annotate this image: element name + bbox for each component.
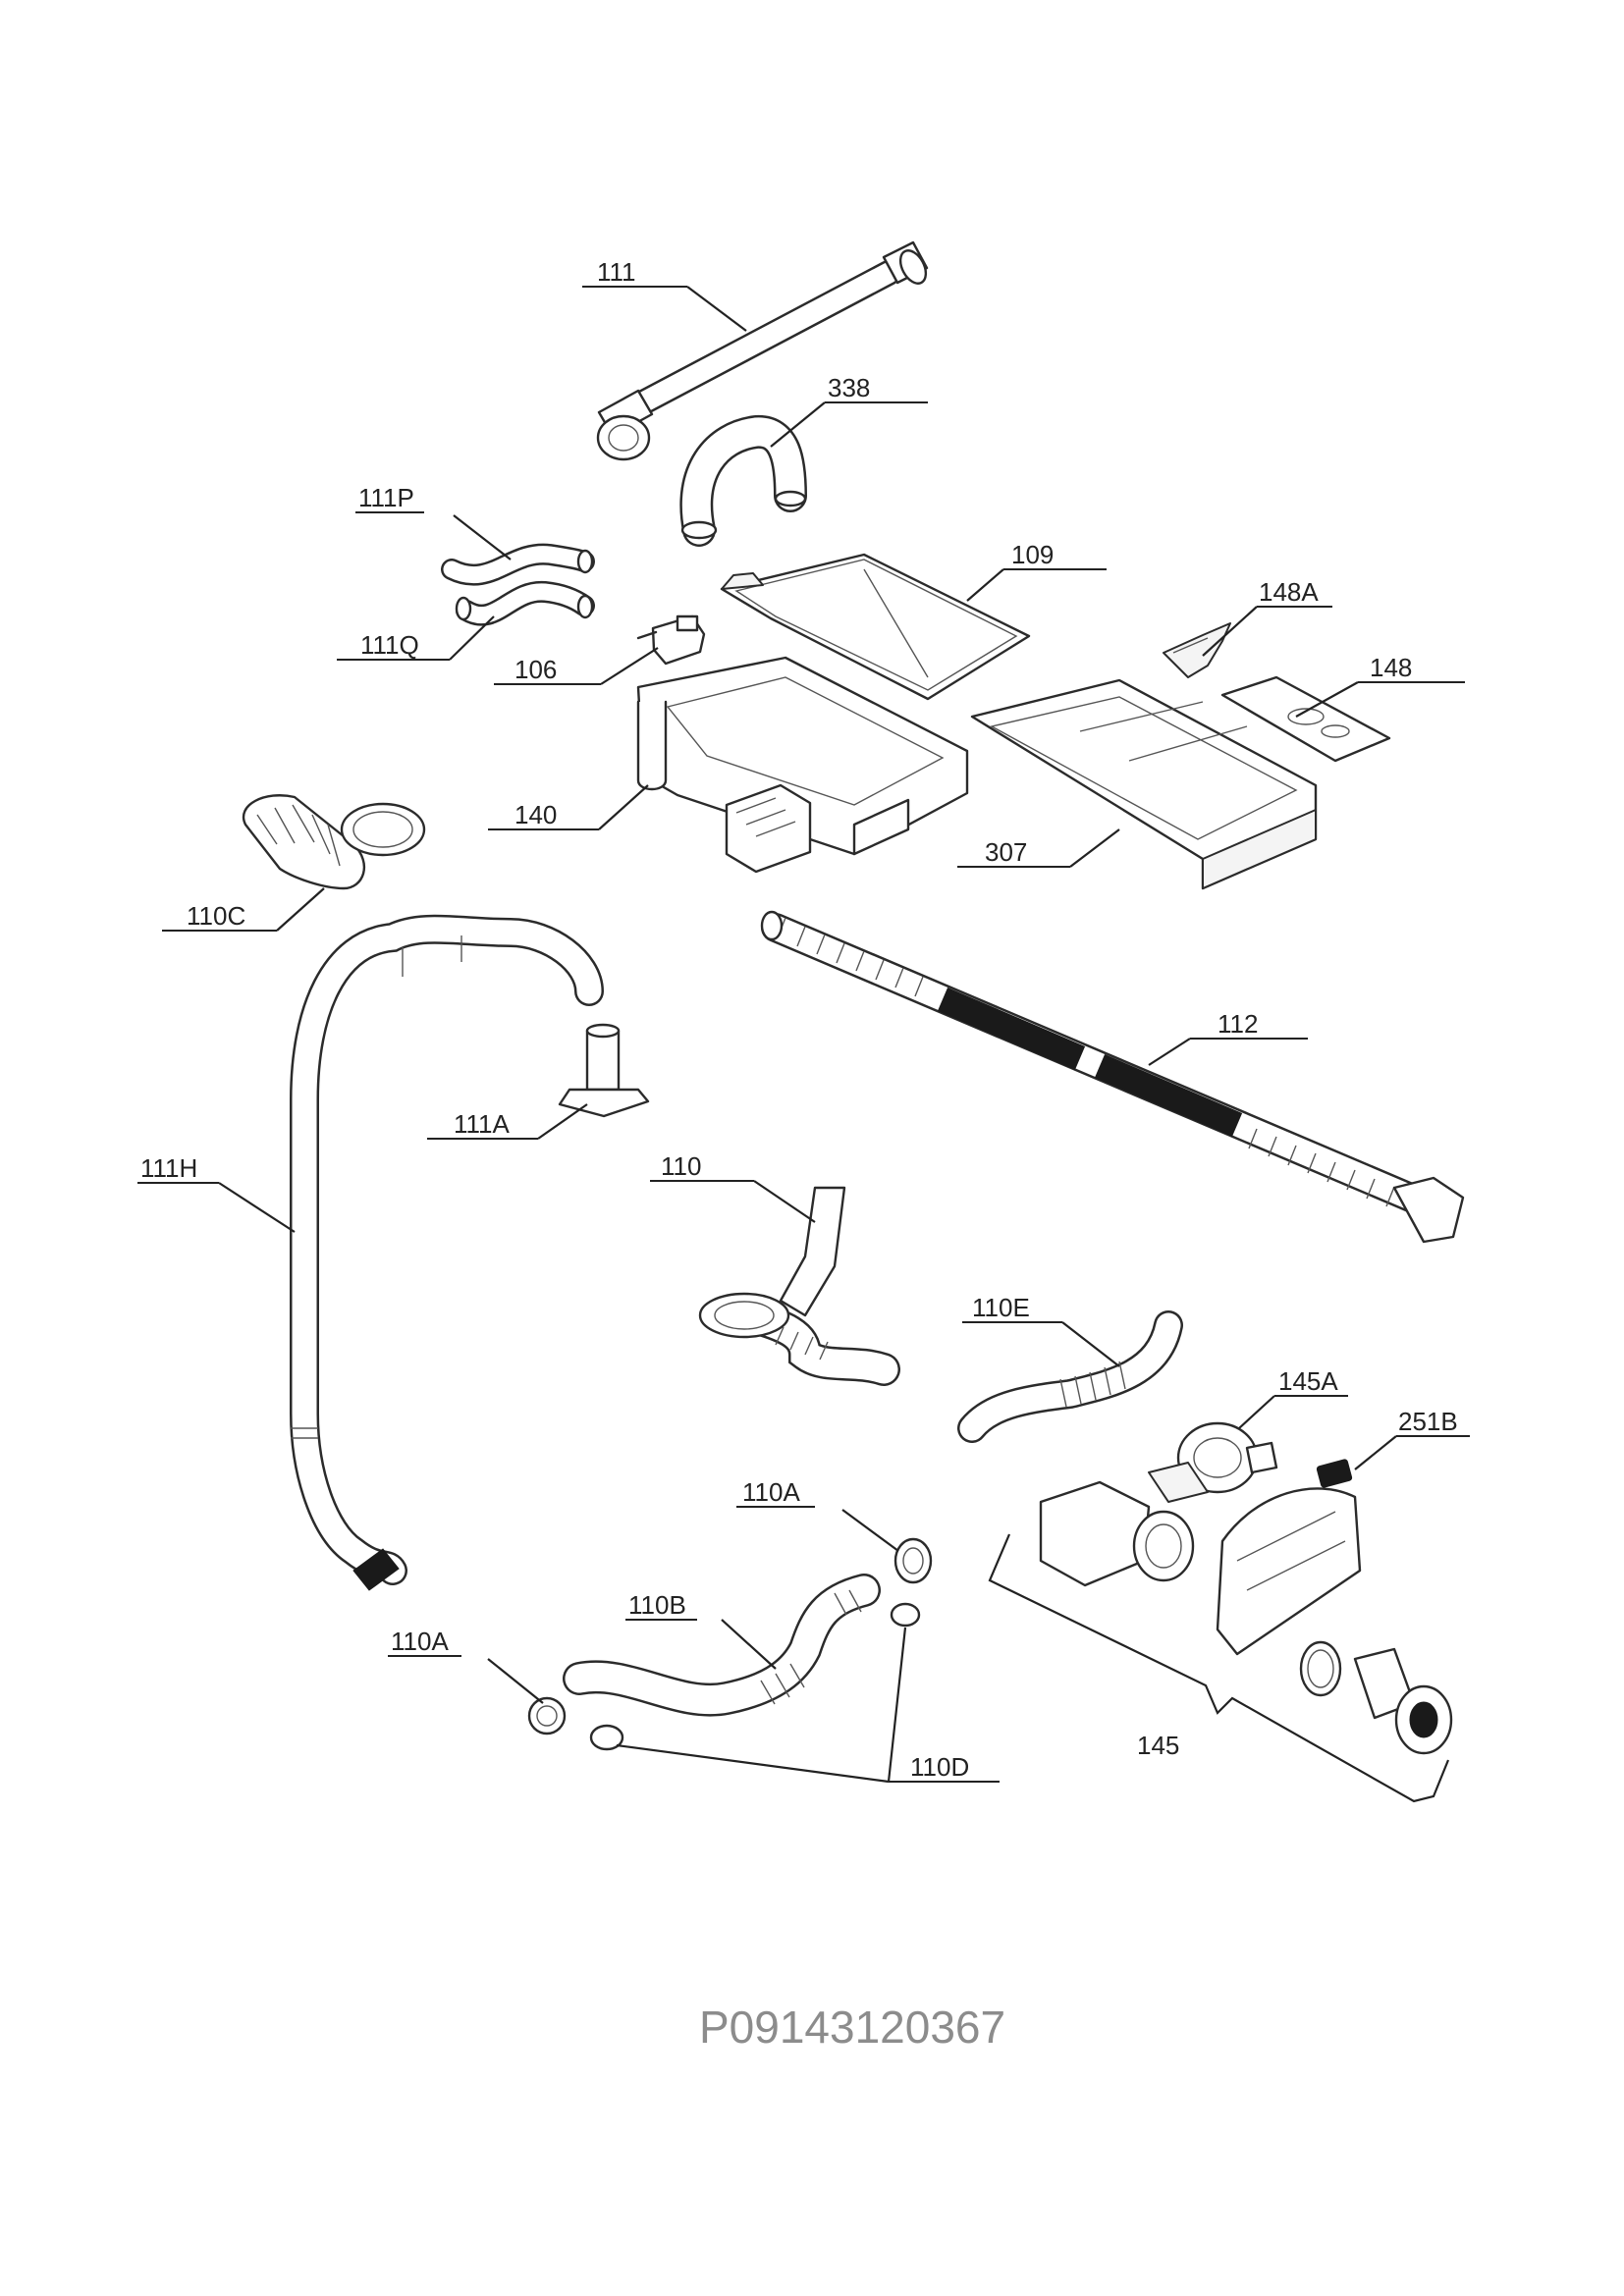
part-112-corrugated-drain-hose bbox=[760, 910, 1465, 1244]
document-code: P09143120367 bbox=[699, 2002, 1005, 2053]
label-148A: 148A bbox=[1259, 577, 1319, 607]
label-338: 338 bbox=[828, 373, 870, 402]
label-145A: 145A bbox=[1278, 1366, 1338, 1396]
label-111A: 111A bbox=[454, 1109, 511, 1139]
label-110D: 110D bbox=[910, 1752, 969, 1782]
part-110A-left bbox=[527, 1696, 567, 1735]
part-111H-drain-hose bbox=[290, 914, 604, 1591]
part-111-inlet-hose bbox=[596, 240, 929, 461]
part-110A-right bbox=[893, 1537, 933, 1584]
label-111: 111 bbox=[597, 257, 636, 287]
part-338-hose-bend bbox=[679, 415, 807, 547]
label-111Q: 111Q bbox=[360, 630, 419, 660]
part-307-detergent-drawer bbox=[970, 678, 1318, 890]
label-110A-left: 110A bbox=[391, 1627, 449, 1656]
label-109: 109 bbox=[1011, 540, 1054, 569]
part-140-dispenser-housing bbox=[636, 656, 969, 874]
part-110D-clips bbox=[589, 1602, 921, 1751]
label-111P: 111P bbox=[358, 483, 414, 512]
part-110E-hose bbox=[957, 1310, 1183, 1443]
part-145-pump-assembly bbox=[1039, 1480, 1453, 1755]
label-110A-right: 110A bbox=[742, 1477, 800, 1507]
part-110B-hose bbox=[563, 1574, 881, 1717]
callout-labels: 111 338 111P 109 148A 111Q 106 148 140 3… bbox=[140, 257, 1458, 1782]
part-148A-clip bbox=[1163, 622, 1231, 678]
label-110E: 110E bbox=[972, 1293, 1030, 1322]
part-106-valve bbox=[636, 614, 706, 666]
label-106: 106 bbox=[514, 655, 557, 684]
part-111A-fitting bbox=[558, 1023, 650, 1118]
part-251B bbox=[1316, 1459, 1353, 1488]
part-109-dispenser-cover bbox=[720, 553, 1031, 701]
label-111H: 111H bbox=[140, 1153, 197, 1183]
part-110-sump-hose bbox=[698, 1186, 900, 1386]
part-148-lid bbox=[1220, 675, 1391, 763]
label-112: 112 bbox=[1218, 1009, 1258, 1039]
part-145A-pump-motor bbox=[1148, 1421, 1278, 1503]
label-110: 110 bbox=[661, 1151, 701, 1181]
callout-lines bbox=[137, 286, 1470, 1803]
label-148: 148 bbox=[1370, 653, 1412, 682]
label-140: 140 bbox=[514, 800, 557, 829]
part-111Q-hose bbox=[455, 580, 595, 626]
part-110C-bellows-hose bbox=[242, 794, 426, 890]
label-110C: 110C bbox=[187, 901, 245, 931]
label-307: 307 bbox=[985, 837, 1027, 867]
part-111P-hose bbox=[441, 543, 595, 586]
label-145: 145 bbox=[1137, 1731, 1179, 1760]
label-251B: 251B bbox=[1398, 1407, 1458, 1436]
label-110B: 110B bbox=[628, 1590, 686, 1620]
